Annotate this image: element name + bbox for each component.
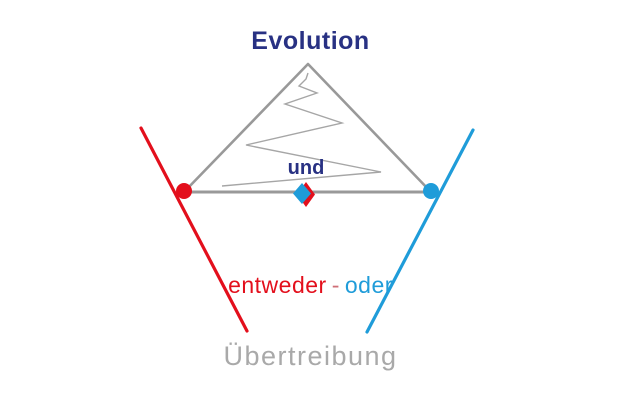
label-und: und xyxy=(287,157,325,179)
red-dot xyxy=(176,183,192,199)
zigzag-spiral xyxy=(221,72,382,187)
label-entweder: entweder xyxy=(228,272,327,298)
label-entweder-oder: entweder-oder xyxy=(0,272,621,299)
page-title: Evolution xyxy=(251,27,370,55)
label-uebertreibung: Übertreibung xyxy=(223,341,398,371)
blue-diamond-marker xyxy=(293,183,311,204)
blue-dot xyxy=(423,183,439,199)
label-oder: oder xyxy=(344,272,393,298)
blue-diagonal-line xyxy=(365,128,475,334)
label-hyphen: - xyxy=(331,272,340,298)
red-diagonal-line xyxy=(139,126,249,333)
triangle-sides xyxy=(184,62,431,192)
